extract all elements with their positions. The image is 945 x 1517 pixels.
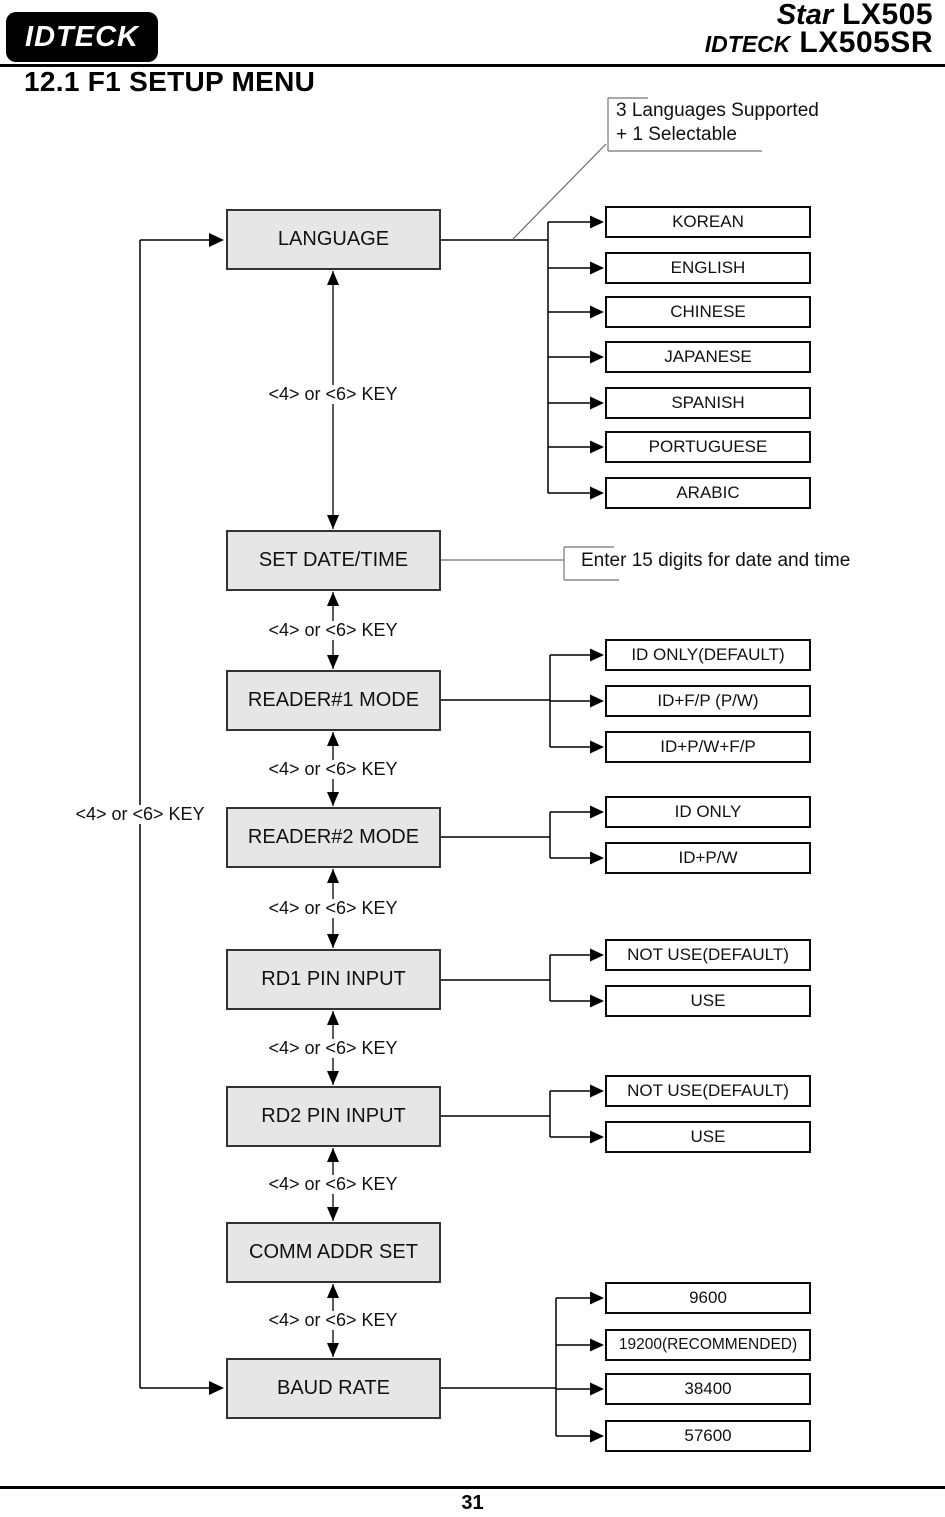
option-label: CHINESE [670,302,746,321]
language-note: 3 Languages Supported + 1 Selectable [616,99,819,147]
menu-box-label: LANGUAGE [277,228,390,250]
option-baud-57600: 57600 [605,1420,811,1452]
rd1-branches [441,954,592,1002]
option-label: ENGLISH [670,258,746,277]
menu-box-language: LANGUAGE [226,209,441,270]
option-label: ID ONLY [674,802,742,821]
option-label: SPANISH [671,393,745,412]
brand-block: Star LX505 IDTECK LX505SR [704,0,933,59]
option-label: KOREAN [672,212,744,231]
option-baud-9600: 9600 [605,1282,811,1314]
key-hint-label: <4> or <6> KEY [258,1175,408,1194]
option-baud-38400: 38400 [605,1373,811,1405]
option-label: JAPANESE [664,347,752,366]
option-chinese: CHINESE [605,296,811,328]
footer-rule [0,1486,945,1489]
brand-model-lx505sr: LX505SR [799,26,933,59]
menu-gap-arrowheads [327,271,339,1357]
option-label: USE [690,1127,726,1146]
option-spanish: SPANISH [605,387,811,419]
key-hint-label: <4> or <6> KEY [258,385,408,404]
brand-line2: IDTECK LX505SR [704,26,933,59]
brand-line1: Star LX505 [705,0,933,31]
datetime-note: Enter 15 digits for date and time [581,550,851,571]
option-label: 9600 [689,1288,727,1307]
menu-box-label: READER#1 MODE [247,689,420,711]
option-rd2-not-use-default: NOT USE(DEFAULT) [605,1075,811,1107]
option-label: ID+P/W+F/P [660,737,756,756]
option-id-fp-pw: ID+F/P (P/W) [605,685,811,717]
brand-star-wordmark: Star [776,0,834,31]
key-hint-label: <4> or <6> KEY [258,760,408,779]
key-hint-label: <4> or <6> KEY [258,1311,408,1330]
option-arabic: ARABIC [605,477,811,509]
key-hint-label-loop: <4> or <6> KEY [72,805,208,824]
language-note-line2: + 1 Selectable [616,124,737,145]
option-baud-19200-recommended: 19200(RECOMMENDED) [605,1329,811,1361]
menu-box-rd1-pin-input: RD1 PIN INPUT [226,949,441,1010]
option-id-pw-fp: ID+P/W+F/P [605,731,811,763]
option-portuguese: PORTUGUESE [605,431,811,463]
baud-branches [441,1297,592,1437]
option-label: ID+P/W [678,848,738,867]
key-hint-label: <4> or <6> KEY [258,1039,408,1058]
option-rd1-not-use-default: NOT USE(DEFAULT) [605,939,811,971]
rd2-branches [441,1090,592,1138]
option-label: USE [690,991,726,1010]
menu-box-reader1-mode: READER#1 MODE [226,670,441,731]
option-label: NOT USE(DEFAULT) [627,945,789,964]
option-id-pw: ID+P/W [605,842,811,874]
menu-box-rd2-pin-input: RD2 PIN INPUT [226,1086,441,1147]
key-hint-label: <4> or <6> KEY [258,621,408,640]
reader1-branches [441,654,592,748]
option-id-only: ID ONLY [605,796,811,828]
idteck-logo-text: IDTECK [25,20,139,53]
option-label: ARABIC [676,483,740,502]
brand-idteck-wordmark: IDTECK [704,31,791,57]
loop-arrowheads [209,233,224,1395]
option-label: ID+F/P (P/W) [657,691,759,710]
note-brackets [441,97,762,581]
option-japanese: JAPANESE [605,341,811,373]
language-note-line1: 3 Languages Supported [616,100,819,121]
page-title: 12.1 F1 SETUP MENU [24,66,316,97]
option-arrowheads [590,215,604,1443]
menu-box-comm-addr-set: COMM ADDR SET [226,1222,441,1283]
idteck-logo: IDTECK [6,12,158,62]
option-label: NOT USE(DEFAULT) [627,1081,789,1100]
key-hint-label: <4> or <6> KEY [258,899,408,918]
menu-box-label: RD1 PIN INPUT [261,968,406,990]
header-rule [0,64,945,67]
option-label: ID ONLY(DEFAULT) [631,645,785,664]
page-number: 31 [461,1492,484,1514]
menu-box-label: BAUD RATE [277,1377,390,1399]
option-english: ENGLISH [605,252,811,284]
option-id-only-default: ID ONLY(DEFAULT) [605,639,811,671]
menu-box-label: RD2 PIN INPUT [261,1105,406,1127]
menu-box-baud-rate: BAUD RATE [226,1358,441,1419]
option-rd2-use: USE [605,1121,811,1153]
option-label: 19200(RECOMMENDED) [618,1336,798,1353]
reader2-branches [441,811,592,859]
language-branches [441,221,592,494]
menu-box-set-date-time: SET DATE/TIME [226,530,441,591]
option-label: 57600 [684,1426,732,1445]
option-rd1-use: USE [605,985,811,1017]
option-label: PORTUGUESE [648,437,768,456]
option-label: 38400 [684,1379,732,1398]
menu-box-label: COMM ADDR SET [249,1241,418,1263]
menu-box-reader2-mode: READER#2 MODE [226,807,441,868]
menu-box-label: SET DATE/TIME [258,549,409,571]
brand-model-lx505: LX505 [842,0,933,31]
menu-box-label: READER#2 MODE [247,826,420,848]
option-korean: KOREAN [605,206,811,238]
